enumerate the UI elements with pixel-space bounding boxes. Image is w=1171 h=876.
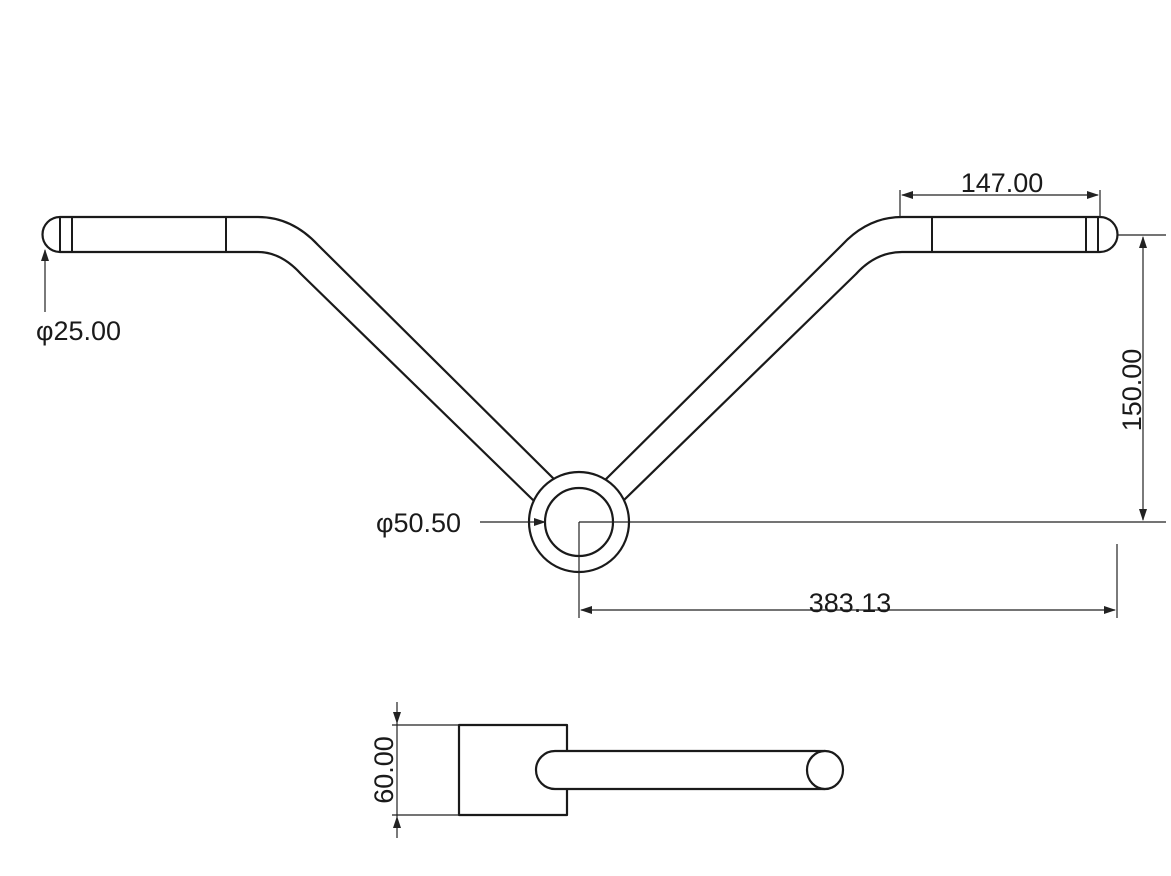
side-view [457,723,845,817]
top-length-label: 147.00 [961,168,1044,198]
front-view [41,215,1119,574]
dimension-top-length: 147.00 [899,168,1101,217]
rod-diameter-label: φ25.00 [36,316,121,346]
horizontal-reach-label: 383.13 [809,588,892,618]
dimension-bolt-hole: φ50.50 [376,508,546,538]
bolt-hole-diameter-label: φ50.50 [376,508,461,538]
side-rod-outline [534,749,827,791]
dimension-horizontal-reach: 383.13 [578,522,1118,618]
handlebar-tube-outline [41,215,1119,502]
dimension-side-height: 60.00 [369,702,459,838]
vertical-height-label: 150.00 [1117,349,1147,432]
dimension-vertical-height: 150.00 [579,234,1166,523]
dimension-rod-diameter: φ25.00 [36,249,121,346]
side-height-label: 60.00 [369,736,399,804]
side-rod-end [805,749,845,791]
